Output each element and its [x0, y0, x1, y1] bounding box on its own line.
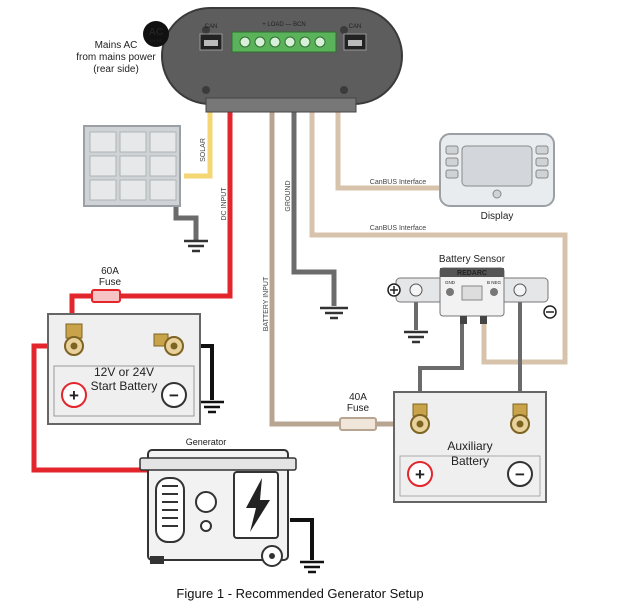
- ground-wire: [291, 112, 337, 306]
- minus-icon: [161, 382, 187, 408]
- fuse-60a: [91, 289, 121, 303]
- fuse-40a-label-1: 40A: [349, 392, 367, 403]
- screw-icon: [202, 26, 210, 34]
- b-neg-label: B NEG: [487, 280, 502, 285]
- fuse-60a-label-2: Fuse: [99, 277, 122, 288]
- terminal-positive-icon: [410, 403, 430, 434]
- canbus-wire-sensor: [309, 112, 568, 365]
- gnd-label: GND: [445, 280, 456, 285]
- dc-input-wire: [120, 112, 233, 299]
- ground-symbol-solar: [184, 239, 208, 253]
- battery-sensor: REDARC GND B NEG: [395, 267, 549, 324]
- plus-icon: [407, 461, 433, 487]
- aux-battery-plus: +: [415, 465, 425, 484]
- sensor-minus-icon: [543, 305, 557, 319]
- start-battery-label-2: Start Battery: [91, 379, 158, 393]
- lightning-bolt-icon: [246, 478, 270, 532]
- aux-battery-label-2: Battery: [451, 454, 489, 468]
- battery-input-wire-label: BATTERY INPUT: [263, 276, 270, 331]
- generator-label: Generator: [186, 437, 227, 447]
- fuse-40a: [339, 417, 377, 431]
- start-battery-minus: −: [169, 386, 179, 405]
- sensor-plus-icon: [387, 283, 401, 297]
- ac-badge-sub: MAINS: [150, 38, 163, 43]
- ground-symbol-controller: [320, 306, 348, 320]
- start-battery-plus: +: [69, 386, 79, 405]
- generator: [139, 449, 297, 567]
- aux-battery-minus: −: [515, 465, 525, 484]
- terminal-negative-icon: [153, 333, 184, 356]
- terminal-negative-icon: [510, 403, 530, 434]
- display-unit: [439, 133, 555, 207]
- mains-ac-label-1: Mains AC: [95, 40, 138, 51]
- canbus-label-1: CanBUS Interface: [370, 179, 427, 186]
- ground-symbol-sensor: [404, 330, 428, 344]
- redarc-label: REDARC: [457, 270, 487, 277]
- auxiliary-battery: [393, 391, 547, 503]
- aux-battery-label-1: Auxiliary: [447, 439, 492, 453]
- ac-mains-badge: AC MAINS: [143, 21, 169, 47]
- generator-ground-wire: [290, 518, 314, 560]
- minus-icon: [507, 461, 533, 487]
- dc-input-wire-label: DC INPUT: [221, 187, 228, 221]
- start-battery: [47, 313, 201, 425]
- sensor-to-aux-positive-wire: [418, 316, 464, 410]
- ground-symbol-start-battery: [200, 400, 224, 414]
- mains-ac-label-2: from mains power: [76, 52, 156, 63]
- battery-sensor-label: Battery Sensor: [439, 254, 506, 265]
- terminal-labels: + LOAD — BCN: [262, 22, 306, 28]
- terminal-screws: [239, 36, 326, 48]
- terminal-positive-icon: [64, 323, 84, 356]
- solar-ground-wire: [173, 206, 199, 240]
- canbus-label-2: CanBUS Interface: [370, 225, 427, 232]
- controller-unit: CAN CAN + LOAD — BCN: [161, 7, 403, 113]
- plus-icon: [61, 382, 87, 408]
- canbus-wire-display: [335, 112, 440, 191]
- screw-icon: [340, 86, 348, 94]
- solar-panel: [83, 125, 181, 207]
- screw-icon: [340, 26, 348, 34]
- fuse-40a-label-2: Fuse: [347, 403, 370, 414]
- display-label: Display: [481, 211, 514, 222]
- mains-ac-label-3: (rear side): [93, 64, 139, 75]
- figure-caption: Figure 1 - Recommended Generator Setup: [176, 586, 423, 601]
- ground-symbol-generator: [300, 560, 324, 574]
- solar-wire-label: SOLAR: [200, 138, 207, 162]
- screw-icon: [202, 86, 210, 94]
- can-left-label: CAN: [205, 24, 218, 30]
- ground-wire-label: GROUND: [285, 180, 292, 211]
- fuse-60a-label-1: 60A: [101, 266, 119, 277]
- can-right-label: CAN: [349, 24, 362, 30]
- solar-wire: [184, 112, 213, 179]
- ac-badge-text: AC: [149, 27, 163, 38]
- start-battery-label-1: 12V or 24V: [94, 365, 154, 379]
- gauge-icon: [195, 491, 217, 513]
